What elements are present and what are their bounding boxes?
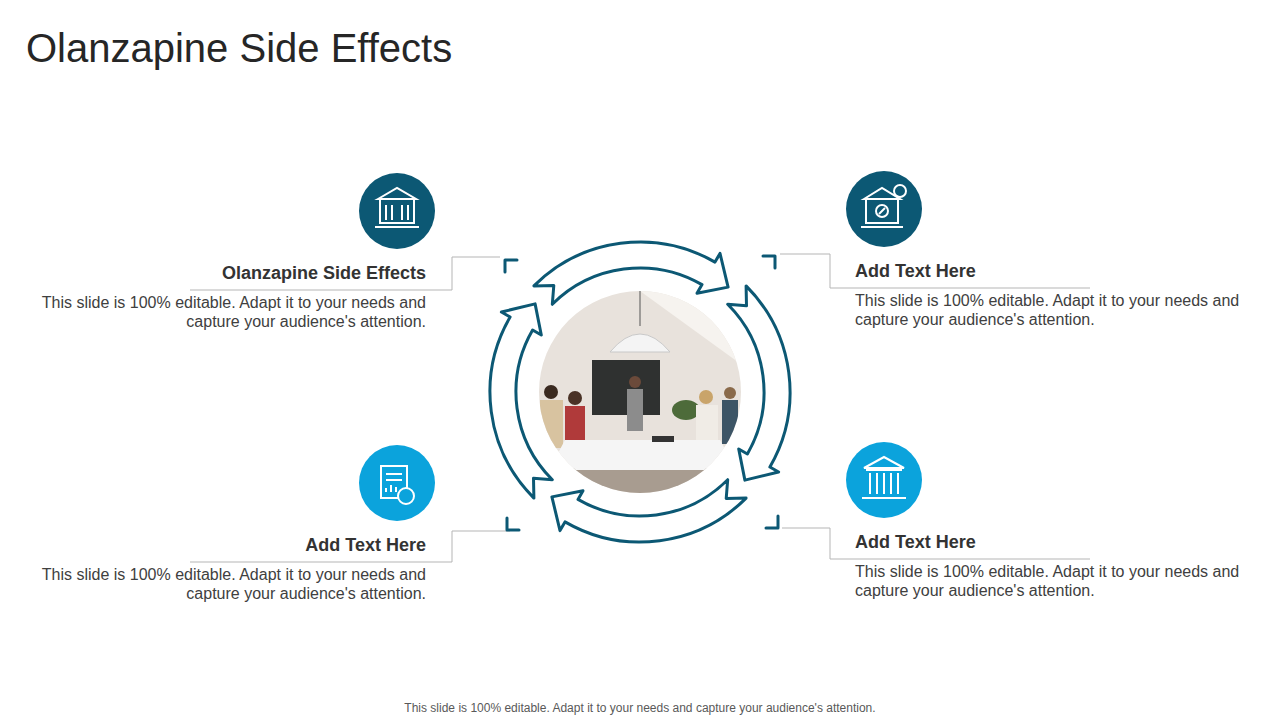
item-body: This slide is 100% editable. Adapt it to… bbox=[26, 293, 426, 331]
text-item: Olanzapine Side EffectsThis slide is 100… bbox=[26, 262, 426, 331]
roof bbox=[864, 457, 904, 468]
floor bbox=[539, 468, 742, 494]
report-symbol bbox=[381, 466, 414, 504]
column bbox=[869, 473, 871, 494]
percent-badge bbox=[876, 205, 888, 217]
person bbox=[565, 406, 585, 444]
coin bbox=[398, 488, 414, 504]
text-item: Add Text HereThis slide is 100% editable… bbox=[855, 531, 1255, 600]
photo-ceiling bbox=[640, 291, 742, 365]
person bbox=[696, 405, 718, 443]
building-symbol bbox=[375, 188, 419, 227]
icon-bank-dark bbox=[359, 173, 435, 249]
plant bbox=[672, 400, 700, 420]
column bbox=[890, 473, 892, 494]
item-body: This slide is 100% editable. Adapt it to… bbox=[855, 291, 1255, 329]
column bbox=[401, 205, 403, 220]
icon-circle bbox=[846, 171, 922, 247]
icon-report bbox=[359, 445, 435, 521]
person bbox=[699, 390, 713, 404]
report-line bbox=[386, 473, 402, 475]
person bbox=[540, 400, 563, 448]
coin bbox=[894, 185, 906, 197]
lamp bbox=[610, 334, 670, 352]
person bbox=[627, 389, 643, 431]
footer-caption: This slide is 100% editable. Adapt it to… bbox=[0, 700, 1280, 716]
base bbox=[861, 226, 903, 228]
lamp-cord bbox=[640, 291, 641, 326]
item-heading: Add Text Here bbox=[855, 531, 1255, 553]
icon-circle bbox=[846, 442, 922, 518]
icon-circle bbox=[359, 173, 435, 249]
text-item: Add Text HereThis slide is 100% editable… bbox=[26, 534, 426, 603]
column bbox=[883, 473, 885, 494]
bar bbox=[385, 488, 387, 492]
person bbox=[568, 391, 582, 405]
person bbox=[629, 376, 641, 388]
column bbox=[391, 205, 393, 220]
laptop bbox=[652, 436, 674, 442]
blackboard bbox=[592, 360, 660, 415]
percent-sign bbox=[879, 208, 885, 214]
slide-title: Olanzapine Side Effects bbox=[26, 24, 452, 72]
meeting-photo bbox=[539, 291, 742, 494]
icon-circle bbox=[359, 445, 435, 521]
text-item: Add Text HereThis slide is 100% editable… bbox=[855, 260, 1255, 329]
report-line bbox=[386, 479, 402, 481]
item-heading: Add Text Here bbox=[26, 534, 426, 556]
building bbox=[380, 199, 414, 223]
person bbox=[544, 385, 558, 399]
base bbox=[375, 226, 419, 228]
photo-wall bbox=[539, 291, 742, 494]
arrow-heads bbox=[505, 256, 778, 530]
bar bbox=[395, 487, 397, 492]
arrow-head bbox=[763, 256, 775, 268]
column bbox=[897, 473, 899, 494]
arrow-head bbox=[505, 260, 517, 272]
item-body: This slide is 100% editable. Adapt it to… bbox=[855, 562, 1255, 600]
building-symbol bbox=[861, 185, 906, 227]
arrow-head bbox=[766, 516, 778, 528]
column bbox=[407, 205, 409, 220]
building-symbol bbox=[862, 457, 906, 498]
item-body: This slide is 100% editable. Adapt it to… bbox=[26, 565, 426, 603]
roof bbox=[378, 188, 416, 199]
column bbox=[385, 205, 387, 220]
arrow-head bbox=[507, 518, 519, 530]
item-heading: Olanzapine Side Effects bbox=[26, 262, 426, 284]
beam bbox=[866, 469, 902, 471]
icon-bank-percent bbox=[846, 171, 922, 247]
building bbox=[866, 199, 898, 223]
bar bbox=[390, 485, 392, 492]
cycle-arrows bbox=[490, 242, 790, 542]
item-heading: Add Text Here bbox=[855, 260, 1255, 282]
column bbox=[876, 473, 878, 494]
person bbox=[724, 387, 736, 399]
base bbox=[862, 497, 906, 499]
person bbox=[722, 400, 738, 444]
table bbox=[549, 440, 736, 470]
icon-bank-light bbox=[846, 442, 922, 518]
